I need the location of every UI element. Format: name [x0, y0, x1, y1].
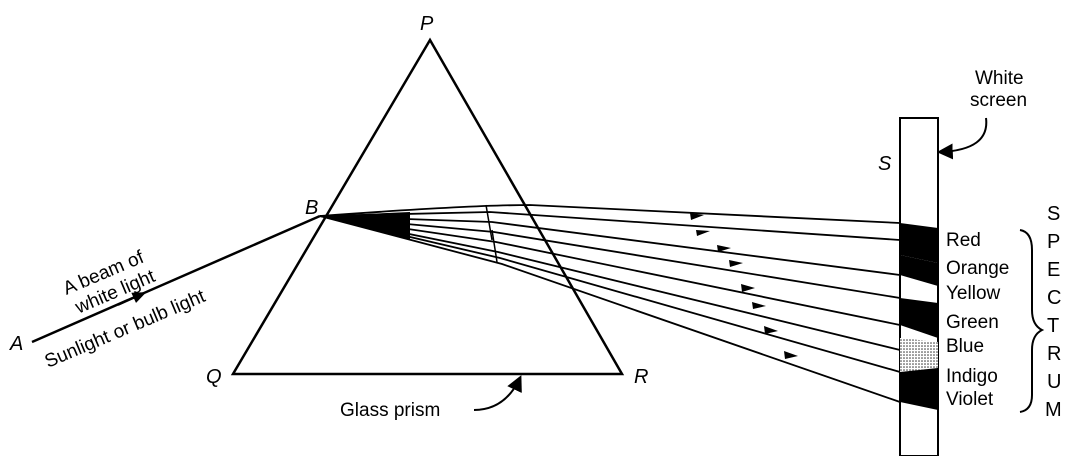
ray-orange — [319, 211, 901, 241]
incident-ray — [31, 214, 321, 344]
ray-yellow — [319, 215, 901, 299]
glass-prism — [230, 37, 625, 376]
screen-pointer-arrow — [936, 117, 988, 160]
spectrum-letter: T — [1047, 315, 1059, 337]
color-label: Orange — [946, 258, 1009, 279]
color-label: Indigo — [946, 366, 998, 387]
ray-green — [319, 215, 901, 326]
ray-violet — [319, 215, 901, 403]
spectrum-brace — [1019, 229, 1045, 413]
ray-indigo — [319, 215, 901, 373]
color-label: Blue — [946, 336, 984, 357]
ray-blue — [319, 215, 901, 351]
spectrum-letter: R — [1047, 343, 1061, 365]
color-label: Yellow — [946, 283, 1001, 304]
prism-label: Glass prism — [340, 400, 440, 421]
spectrum-letter: M — [1045, 399, 1062, 421]
spectrum-letter: S — [1047, 203, 1060, 225]
screen-s-label: S — [878, 153, 892, 175]
spectrum-letter: C — [1047, 287, 1061, 309]
ray-arrowheads — [690, 213, 798, 359]
spectrum-letter: P — [1047, 231, 1060, 253]
incident-ray-arrow — [117, 292, 147, 306]
color-label: Red — [946, 230, 981, 251]
ray-red — [319, 204, 901, 224]
screen-label-line2: screen — [970, 90, 1027, 111]
prism-pointer-arrow — [473, 375, 522, 411]
point-a-label: A — [9, 333, 23, 355]
color-label: Violet — [946, 389, 994, 410]
spectrum-letter: E — [1047, 259, 1060, 281]
vertex-q-label: Q — [206, 366, 222, 388]
color-label: Green — [946, 312, 999, 333]
spectrum-bands — [900, 223, 938, 410]
ray-orange-yellow — [319, 215, 901, 276]
vertex-p-label: P — [420, 13, 434, 35]
spectrum-letter: U — [1047, 371, 1061, 393]
screen-label-line1: White — [975, 68, 1024, 89]
point-b-label: B — [305, 197, 318, 219]
vertex-r-label: R — [634, 366, 648, 388]
refracted-rays — [319, 204, 901, 403]
